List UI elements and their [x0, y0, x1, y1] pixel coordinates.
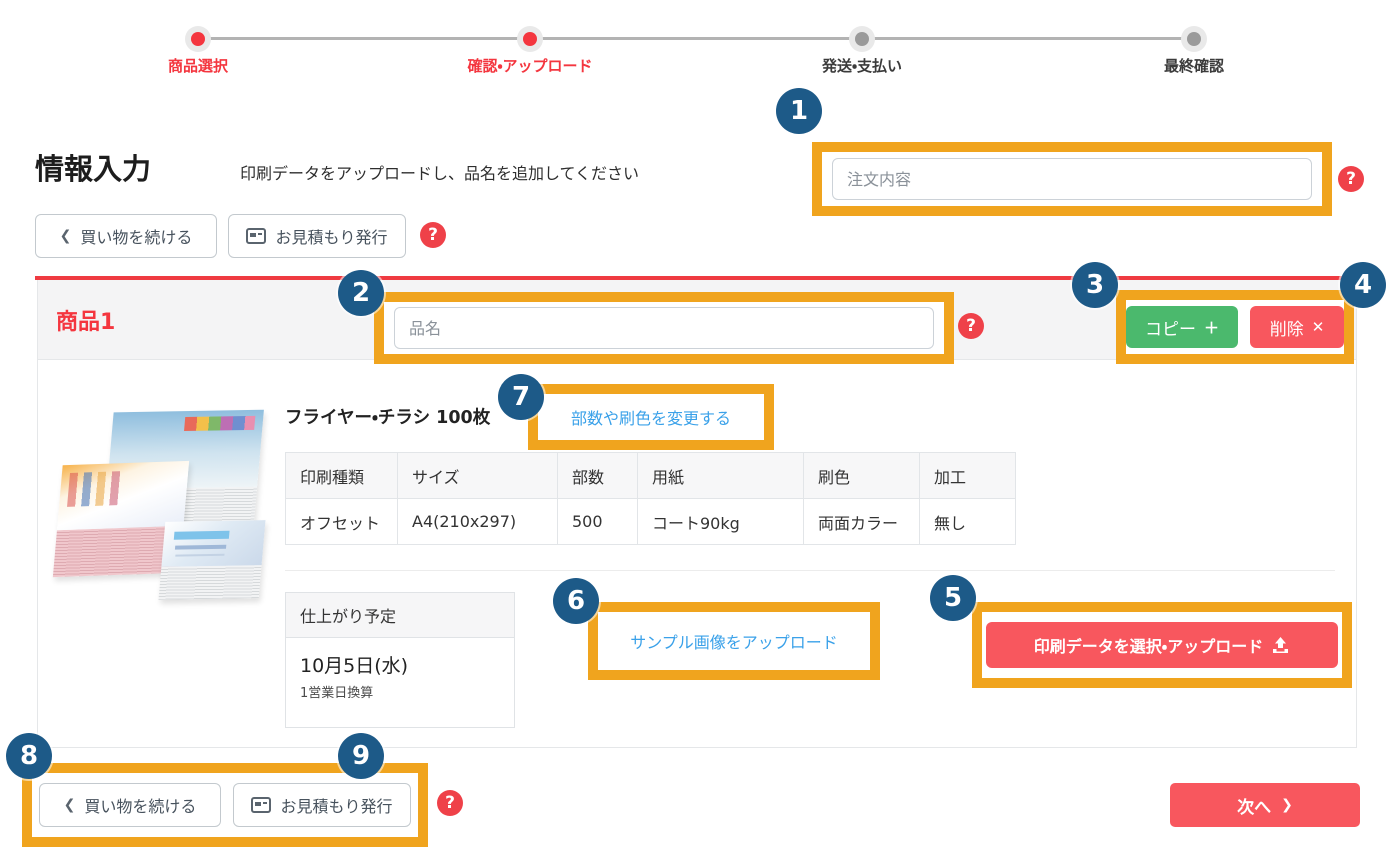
- product-section-title: 商品1: [56, 310, 116, 335]
- plus-icon: ＋: [1203, 318, 1219, 337]
- issue-estimate-button-bottom[interactable]: お見積もり発行: [233, 783, 411, 827]
- product-title: フライヤー・チラシ 100枚: [285, 408, 491, 428]
- spec-value-paper: コート90kg: [637, 498, 804, 545]
- help-icon-toolbar[interactable]: ?: [420, 222, 446, 248]
- highlight-sample-upload: サンプル画像をアップロード: [588, 602, 880, 680]
- spec-header-copies: 部数: [557, 452, 638, 499]
- annotation-badge-3: 3: [1072, 262, 1118, 308]
- issue-estimate-label: お見積もり発行: [275, 228, 388, 247]
- spec-table-header-row: 印刷種類 サイズ 部数 用紙 刷色 加工: [285, 452, 1016, 499]
- chevron-right-icon: ❯: [1281, 797, 1293, 813]
- step-dot-2: [517, 26, 543, 52]
- stepper-line: [198, 37, 1194, 40]
- chevron-left-icon: ❮: [63, 797, 76, 813]
- next-button[interactable]: 次へ ❯: [1170, 783, 1360, 827]
- step-dot-3: [849, 26, 875, 52]
- highlight-footer-buttons: ❮ 買い物を続ける お見積もり発行: [22, 763, 428, 847]
- spec-header-finish: 加工: [919, 452, 1016, 499]
- spec-header-paper: 用紙: [637, 452, 804, 499]
- page-title: 情報入力: [35, 152, 152, 186]
- product-name-input[interactable]: [394, 307, 934, 349]
- estimate-card-icon: [251, 797, 272, 813]
- highlight-name-input: [374, 292, 954, 364]
- delete-button[interactable]: 削除 ✕: [1250, 306, 1344, 348]
- page-subtitle: 印刷データをアップロードし、品名を追加してください: [240, 164, 640, 183]
- spec-value-print-type: オフセット: [285, 498, 398, 545]
- continue-shopping-button-top[interactable]: ❮ 買い物を続ける: [35, 214, 217, 258]
- annotation-badge-1: 1: [776, 88, 822, 134]
- upload-icon: [1273, 637, 1289, 653]
- estimate-card-icon: [246, 228, 267, 244]
- annotation-badge-7: 7: [498, 374, 544, 420]
- step-label-shipping-payment: 発送・支払い: [821, 57, 903, 75]
- upload-button-label: 印刷データを選択・アップロード: [1033, 637, 1264, 656]
- cross-icon: ✕: [1311, 318, 1325, 336]
- step-label-confirm-upload: 確認・アップロード: [467, 57, 593, 75]
- change-copies-color-link[interactable]: 部数や刷色を変更する: [570, 409, 731, 428]
- annotation-badge-4: 4: [1340, 262, 1386, 308]
- order-content-input[interactable]: [832, 158, 1312, 200]
- step-label-final-confirm: 最終確認: [1163, 57, 1224, 75]
- card-inner-divider: [285, 570, 1335, 571]
- delete-label: 削除: [1269, 319, 1304, 340]
- annotation-badge-8: 8: [6, 733, 52, 779]
- step-dot-4: [1181, 26, 1207, 52]
- issue-estimate-button-top[interactable]: お見積もり発行: [228, 214, 406, 258]
- chevron-left-icon: ❮: [59, 228, 72, 244]
- spec-header-print-type: 印刷種類: [285, 452, 398, 499]
- sample-upload-link[interactable]: サンプル画像をアップロード: [630, 633, 838, 652]
- copy-label: コピー: [1144, 319, 1196, 340]
- finish-schedule-title: 仕上がり予定: [286, 593, 514, 638]
- step-dot-1: [185, 26, 211, 52]
- spec-header-size: サイズ: [397, 452, 558, 499]
- finish-schedule-note: 1営業日換算: [300, 686, 374, 701]
- spec-table-value-row: オフセット A4(210x297) 500 コート90kg 両面カラー 無し: [285, 498, 1016, 545]
- step-label-product-select: 商品選択: [167, 57, 228, 75]
- spec-table: 印刷種類 サイズ 部数 用紙 刷色 加工 オフセット A4(210x297) 5…: [285, 452, 1016, 545]
- help-icon-footer[interactable]: ?: [437, 790, 463, 816]
- finish-schedule-box: 仕上がり予定 10月5日(水) 1営業日換算: [285, 592, 515, 728]
- spec-header-color: 刷色: [803, 452, 920, 499]
- annotation-badge-9: 9: [338, 733, 384, 779]
- spec-value-finish: 無し: [919, 498, 1016, 545]
- issue-estimate-label-bottom: お見積もり発行: [280, 797, 393, 816]
- continue-shopping-button-bottom[interactable]: ❮ 買い物を続ける: [39, 783, 221, 827]
- annotation-badge-6: 6: [553, 578, 599, 624]
- highlight-change-link: 部数や刷色を変更する: [528, 384, 774, 450]
- section-divider: [35, 276, 1357, 280]
- spec-value-copies: 500: [557, 498, 638, 545]
- next-label: 次へ: [1237, 797, 1272, 818]
- highlight-upload-button: 印刷データを選択・アップロード: [972, 602, 1352, 688]
- copy-button[interactable]: コピー ＋: [1126, 306, 1238, 348]
- help-icon-order[interactable]: ?: [1338, 166, 1364, 192]
- spec-value-color: 両面カラー: [803, 498, 920, 545]
- continue-shopping-label-bottom: 買い物を続ける: [84, 797, 197, 816]
- highlight-order-input: [812, 142, 1332, 216]
- product-photo: [50, 393, 268, 603]
- finish-schedule-date: 10月5日(水): [300, 655, 409, 677]
- continue-shopping-label: 買い物を続ける: [80, 228, 193, 247]
- highlight-copy-delete: コピー ＋ 削除 ✕: [1116, 290, 1354, 364]
- annotation-badge-2: 2: [338, 270, 384, 316]
- annotation-badge-5: 5: [930, 575, 976, 621]
- print-data-upload-button[interactable]: 印刷データを選択・アップロード: [986, 622, 1338, 668]
- help-icon-product-name[interactable]: ?: [958, 313, 984, 339]
- spec-value-size: A4(210x297): [397, 498, 558, 545]
- flyer-stack-small: [158, 520, 266, 600]
